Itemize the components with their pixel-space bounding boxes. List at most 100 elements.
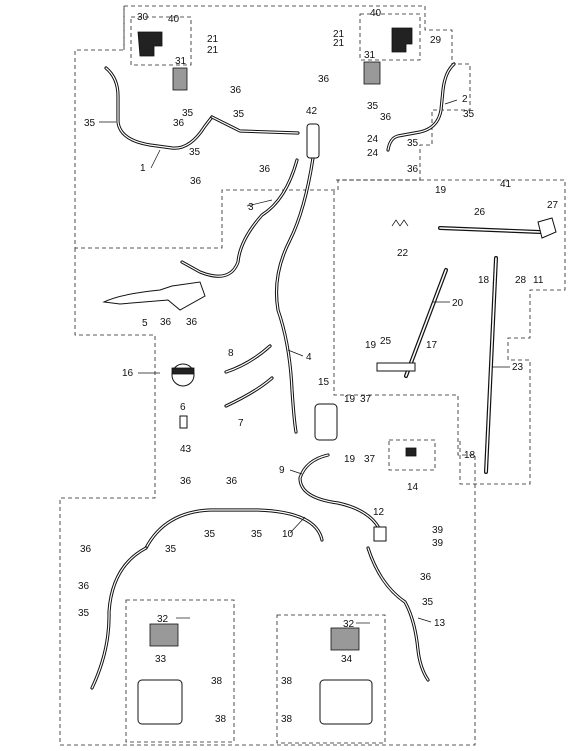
callout-36-l: 36	[80, 544, 92, 555]
callout-41: 41	[500, 179, 512, 190]
front-left-pad-31	[172, 67, 188, 91]
callout-35-f: 35	[407, 138, 419, 149]
callout-31-left: 31	[175, 56, 187, 67]
hose-2	[386, 62, 456, 152]
callout-36-k: 36	[226, 476, 238, 487]
callout-36-n: 36	[78, 581, 90, 592]
front-left-caliper	[137, 31, 163, 57]
callout-38-a: 38	[211, 676, 223, 687]
callout-38-c: 38	[215, 714, 227, 725]
switch-14	[405, 447, 417, 457]
callout-30: 30	[137, 12, 149, 23]
callout-25: 25	[380, 336, 392, 347]
callout-35-a: 35	[182, 108, 194, 119]
callout-35-j: 35	[165, 544, 177, 555]
callout-27: 27	[547, 200, 559, 211]
callout-33: 33	[155, 654, 167, 665]
master-cylinder-42	[306, 123, 320, 159]
hose-9	[298, 453, 382, 532]
callout-19-d: 19	[344, 454, 356, 465]
callout-36-d: 36	[380, 112, 392, 123]
callout-19-b: 19	[365, 340, 377, 351]
callout-29: 29	[430, 35, 442, 46]
callout-15: 15	[318, 377, 330, 388]
callout-19-a: 19	[435, 185, 447, 196]
callout-35-k: 35	[422, 597, 434, 608]
callout-21-right-a: 21	[333, 29, 345, 40]
rod-23	[484, 256, 498, 474]
callout-22: 22	[397, 248, 409, 259]
callout-37-b: 37	[364, 454, 376, 465]
callout-24-a: 24	[367, 134, 379, 145]
callout-35-i: 35	[251, 529, 263, 540]
callout-36-f: 36	[407, 164, 419, 175]
callout-35-b: 35	[233, 109, 245, 120]
hose-rear-left	[90, 546, 148, 690]
callout-11: 11	[533, 275, 544, 286]
pedal-pivot-25	[376, 362, 416, 372]
callout-20: 20	[452, 298, 464, 309]
callout-40-left: 40	[168, 14, 180, 25]
brake-lever-5	[102, 281, 206, 311]
callout-43: 43	[180, 444, 192, 455]
callout-32-right: 32	[343, 619, 355, 630]
spring-22	[391, 219, 409, 227]
left-lever-group-outline	[59, 190, 476, 746]
callout-36-a: 36	[230, 85, 242, 96]
callout-37-a: 37	[360, 394, 372, 405]
callout-10: 10	[282, 529, 294, 540]
hose-7	[224, 376, 274, 408]
callout-36-j: 36	[180, 476, 192, 487]
callout-21-right-b: 21	[333, 38, 345, 49]
callout-26: 26	[474, 207, 486, 218]
callout-19-c: 19	[344, 394, 356, 405]
hose-4	[274, 156, 315, 434]
callout-39-a: 39	[432, 525, 444, 536]
callout-18-b: 18	[464, 450, 476, 461]
caliper-box-30	[130, 16, 192, 66]
callout-24-b: 24	[367, 148, 379, 159]
callout-16: 16	[122, 368, 134, 379]
callout-7: 7	[238, 418, 244, 429]
callout-9: 9	[279, 465, 285, 476]
part-43	[179, 415, 188, 429]
callout-28: 28	[515, 275, 527, 286]
callout-31-right: 31	[364, 50, 376, 61]
callout-8: 8	[228, 348, 234, 359]
callout-17: 17	[426, 340, 438, 351]
callout-35-c: 35	[367, 101, 379, 112]
reservoir-cap-6	[171, 367, 195, 375]
callout-38-d: 38	[281, 714, 293, 725]
valve-15	[314, 403, 338, 441]
callout-13: 13	[434, 618, 446, 629]
rod-26	[438, 226, 542, 234]
callout-36-c: 36	[173, 118, 185, 129]
callout-35-e: 35	[463, 109, 475, 120]
switch-box-14	[388, 439, 436, 471]
callout-34: 34	[341, 654, 353, 665]
hose-13	[366, 546, 430, 682]
pedal-27	[537, 217, 557, 239]
callout-36-g: 36	[190, 176, 202, 187]
callout-36-h: 36	[160, 317, 172, 328]
front-right-pad-31	[363, 61, 381, 85]
rear-left-caliper-33	[137, 679, 183, 725]
callout-36-i: 36	[186, 317, 198, 328]
front-upper-group-outline	[74, 5, 471, 249]
rear-right-caliper-34	[319, 679, 373, 725]
callout-38-b: 38	[281, 676, 293, 687]
bracket-12	[373, 526, 387, 542]
callout-1: 1	[140, 163, 146, 174]
callout-21-left-b: 21	[207, 45, 219, 56]
rear-right-caliper-box	[276, 614, 386, 744]
callout-39-b: 39	[432, 538, 444, 549]
callout-23: 23	[512, 362, 524, 373]
rear-left-pad-32	[149, 623, 179, 647]
hose-upper-cross	[210, 115, 300, 135]
callout-6: 6	[180, 402, 186, 413]
callout-4: 4	[306, 352, 312, 363]
callout-35-d: 35	[84, 118, 96, 129]
rear-pedal-group-outline	[336, 179, 566, 485]
callout-40-right: 40	[370, 8, 382, 19]
